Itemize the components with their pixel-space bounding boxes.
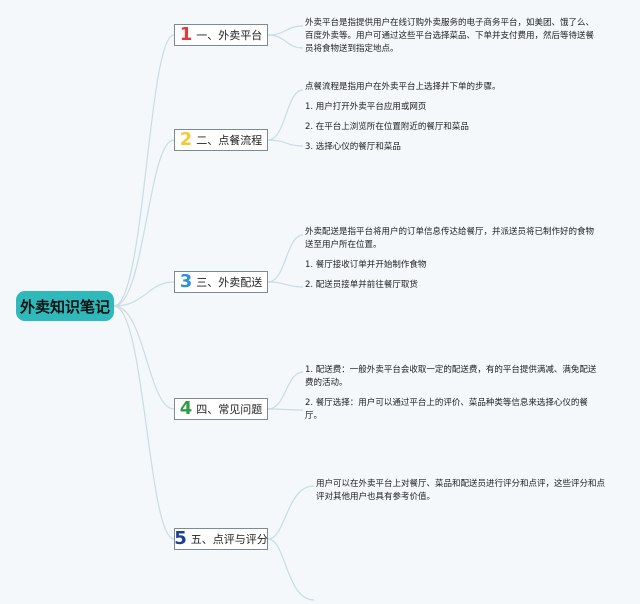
root-to-topic-link	[113, 34, 175, 307]
topic-label: 五、点评与评分	[190, 533, 268, 546]
topic-to-note-link	[267, 485, 315, 540]
root-to-topic-link	[113, 305, 175, 410]
topic-number: 5	[174, 528, 187, 549]
topic-1-takeout-platform[interactable]: 1 一、外卖平台	[174, 24, 268, 46]
note-text: 外卖配送是指平台将用户的订单信息传达给餐厅，并派送员将已制作好的食物送至用户所在…	[305, 227, 595, 250]
topic-label: 二、点餐流程	[196, 134, 263, 147]
root-to-topic-link	[113, 305, 175, 540]
root-to-topic-link	[113, 139, 175, 307]
note-takeout-platform[interactable]: 外卖平台是指提供用户在线订购外卖服务的电子商务平台，如美团、饿了么、百度外卖等。…	[305, 17, 601, 56]
topic-to-note-link	[267, 34, 304, 49]
topic-4-common-questions[interactable]: 4 四、常见问题	[174, 398, 268, 420]
topic-to-note-link	[267, 25, 304, 36]
note-reviews-ratings[interactable]: 用户可以在外卖平台上对餐厅、菜品和配送员进行评分和点评，这些评分和点评对其他用户…	[316, 478, 606, 504]
topic-2-ordering-process[interactable]: 2 二、点餐流程	[174, 129, 268, 151]
topic-number: 2	[179, 129, 193, 150]
note-common-questions[interactable]: 1. 配送费：一般外卖平台会收取一定的配送费，有的平台提供满减、满免配送费的活动…	[305, 364, 601, 423]
topic-to-note-link	[267, 281, 304, 288]
note-step: 3. 选择心仪的餐厅和菜品	[305, 142, 401, 152]
topic-number: 3	[179, 271, 193, 292]
note-delivery[interactable]: 外卖配送是指平台将用户的订单信息传达给餐厅，并派送员将已制作好的食物送至用户所在…	[305, 226, 601, 292]
note-step: 2. 配送员接单并前往餐厅取货	[305, 280, 418, 290]
topic-to-note-link	[267, 139, 304, 147]
topic-number: 4	[179, 398, 193, 419]
topic-to-note-link	[267, 89, 304, 141]
topic-label: 四、常见问题	[196, 403, 263, 416]
topic-to-note-link	[267, 234, 304, 283]
root-to-topic-link	[113, 281, 175, 307]
note-step: 1. 配送费：一般外卖平台会收取一定的配送费，有的平台提供满减、满免配送费的活动…	[305, 365, 597, 388]
note-text: 点餐流程是指用户在外卖平台上选择并下单的步骤。	[305, 82, 501, 92]
note-step: 2. 餐厅选择：用户可以通过平台上的评价、菜品种类等信息来选择心仪的餐厅。	[305, 398, 588, 421]
topic-label: 三、外卖配送	[196, 276, 263, 289]
root-topic[interactable]: 外卖知识笔记	[16, 291, 114, 321]
note-text: 外卖平台是指提供用户在线订购外卖服务的电子商务平台，如美团、饿了么、百度外卖等。…	[305, 18, 595, 54]
topic-3-delivery[interactable]: 3 三、外卖配送	[174, 271, 268, 293]
topic-to-note-link	[267, 371, 304, 410]
topic-5-reviews-ratings[interactable]: 5 五、点评与评分	[174, 528, 268, 550]
note-step: 1. 餐厅接收订单并开始制作食物	[305, 260, 427, 270]
note-text: 用户可以在外卖平台上对餐厅、菜品和配送员进行评分和点评，这些评分和点评对其他用户…	[316, 479, 606, 502]
topic-to-note-link	[267, 408, 304, 411]
topic-number: 1	[179, 24, 193, 45]
note-ordering-process[interactable]: 点餐流程是指用户在外卖平台上选择并下单的步骤。 1. 用户打开外卖平台应用或网页…	[305, 81, 601, 154]
topic-to-note-link	[267, 538, 315, 601]
note-step: 2. 在平台上浏览所在位置附近的餐厅和菜品	[305, 122, 469, 132]
note-step: 1. 用户打开外卖平台应用或网页	[305, 102, 427, 112]
topic-label: 一、外卖平台	[196, 29, 263, 42]
